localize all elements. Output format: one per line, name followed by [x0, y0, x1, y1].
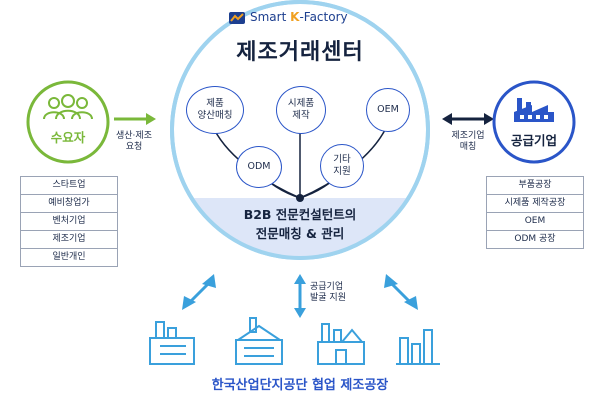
logo-icon [229, 12, 245, 24]
service-bubble-mass-production: 제품 양산매칭 [186, 86, 244, 134]
list-item: 제조기업 [21, 231, 117, 249]
list-item: 일반개인 [52, 252, 86, 262]
service-bubble-oem: OEM [366, 88, 410, 132]
demand-arrow-label-1: 생산·제조 [116, 131, 152, 141]
bottom-arrow-label: 공급기업 발굴 지원 [310, 282, 366, 304]
b2b-consulting-text: B2B 전문컨설턴트의 전문매칭 & 관리 [183, 205, 417, 243]
factory-icon-4 [396, 329, 440, 365]
b2b-line-1: B2B 전문컨설턴트의 [243, 207, 357, 222]
demand-circle [26, 80, 110, 164]
supply-title: 공급기업 [510, 133, 557, 148]
supply-arrow-label: 제조기업 매칭 [442, 131, 494, 153]
hub-dot [296, 194, 304, 202]
demand-arrow [114, 113, 156, 125]
b2b-line-2: 전문매칭 & 관리 [255, 226, 345, 241]
supply-arrow [442, 113, 494, 125]
factory-icon [514, 98, 554, 122]
demand-list: 스타트업 예비창업가 벤처기업 제조기업 일반개인 [20, 176, 118, 267]
list-item: 예비창업가 [21, 195, 117, 213]
brand-name: Smart K-Factory [250, 10, 348, 24]
list-item: 시제품 제작공장 [487, 195, 583, 213]
list-item: OEM [487, 213, 583, 231]
demand-title: 수요자 [50, 130, 86, 145]
bottom-arrow-label-1: 공급기업 [310, 282, 344, 292]
supply-arrow-label-1: 제조기업 [451, 131, 485, 141]
list-item: ODM 공장 [514, 234, 556, 244]
list-item: 부품공장 [487, 177, 583, 195]
bottom-arrow-label-2: 발굴 지원 [310, 293, 346, 303]
bottom-arrows [182, 274, 418, 318]
service-bubble-other: 기타 지원 [320, 144, 364, 188]
factory-icon-2 [234, 317, 284, 365]
supply-list: 부품공장 시제품 제작공장 OEM ODM 공장 [486, 176, 584, 249]
list-item: 스타트업 [21, 177, 117, 195]
supply-arrow-label-2: 매칭 [459, 142, 477, 152]
service-bubble-prototype: 시제품 제작 [276, 86, 326, 134]
bottom-title: 한국산업단지공단 협업 제조공장 [211, 378, 389, 393]
brand-logo: Smart K-Factory [228, 9, 372, 27]
service-bubble-odm: ODM [236, 146, 282, 188]
center-title: 제조거래센터 [236, 40, 364, 65]
people-icon [43, 94, 93, 120]
list-item: 벤처기업 [21, 213, 117, 231]
factory-icon-3 [317, 323, 365, 365]
demand-arrow-label-2: 요청 [125, 142, 143, 152]
demand-arrow-label: 생산·제조 요청 [108, 131, 160, 153]
factory-icon-1 [149, 321, 195, 365]
